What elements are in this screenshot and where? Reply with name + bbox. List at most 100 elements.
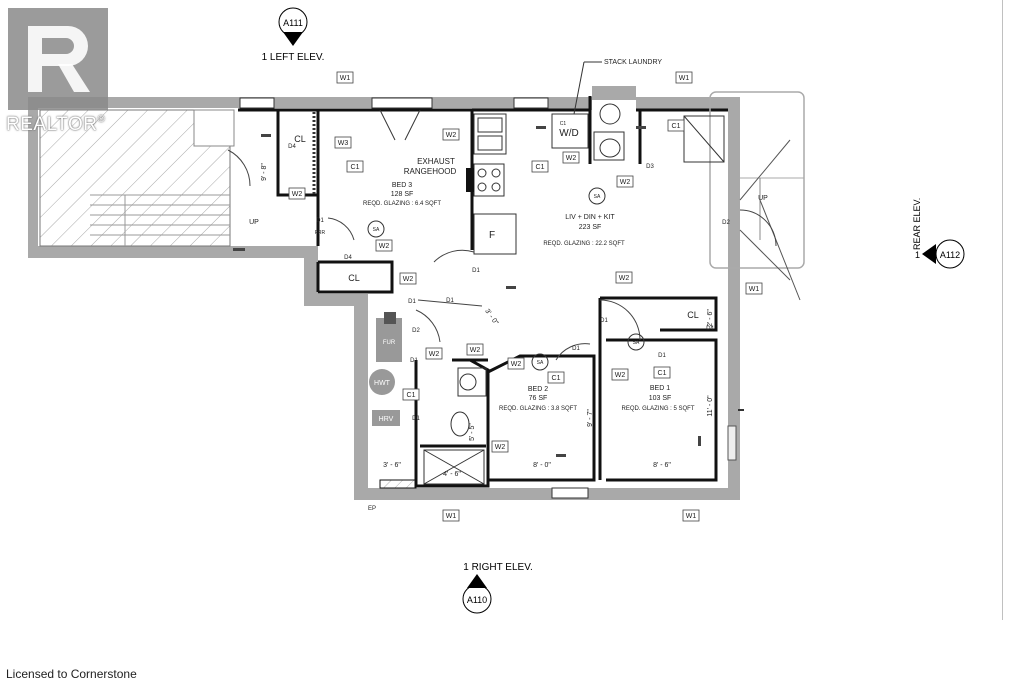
realtor-registered-mark: ® — [97, 114, 106, 125]
tag-box — [507, 357, 525, 370]
tag-boxes — [288, 71, 763, 522]
stair-treads — [90, 194, 230, 246]
tag-d2-b: D2 — [412, 328, 420, 334]
mechanical — [369, 312, 402, 426]
tag-w1-top-left: W1 — [340, 75, 351, 82]
sa-4: SA — [633, 340, 640, 346]
tag-box — [399, 272, 417, 285]
room-bed2-name: BED 2 — [528, 386, 548, 393]
dim-shower-width: 4' - 6" — [443, 471, 461, 478]
tag-w2-stair: W2 — [292, 191, 303, 198]
tag-w2-kitchen: W2 — [446, 132, 457, 139]
dim-bed1-width: 8' - 6" — [653, 462, 671, 469]
footer-bar — [0, 620, 1024, 680]
tag-d1-d: D1 — [600, 318, 608, 324]
tag-d4-b: D4 — [344, 255, 352, 261]
tag-d2-a: D2 — [722, 220, 730, 226]
tag-box — [745, 282, 763, 295]
tag-w1-top-right: W1 — [679, 75, 690, 82]
tag-box — [336, 71, 354, 84]
dim-closet: 2' - 6" — [707, 309, 714, 327]
room-bed1-glazing: REQD. GLAZING : 5 SQFT — [621, 406, 694, 412]
room-bed3-area: 128 SF — [391, 191, 414, 198]
dim-hall: 3' - 0" — [483, 308, 499, 327]
room-liv-name: LIV + DIN + KIT — [565, 214, 615, 221]
tag-d1-b: D1 — [446, 298, 454, 304]
dim-bed2-width: 8' - 0" — [533, 462, 551, 469]
tag-c1-bed1: C1 — [658, 370, 667, 377]
tag-d4-c: D4 — [706, 326, 714, 332]
tag-box — [682, 509, 700, 522]
tag-w2-bath: W2 — [620, 179, 631, 186]
tag-c1-mech: C1 — [407, 392, 416, 399]
tag-w2-bed2-b: W2 — [495, 444, 506, 451]
fridge-label: F — [489, 230, 495, 241]
tag-box — [288, 187, 306, 200]
stair-up-label: UP — [249, 219, 259, 226]
tag-box — [675, 71, 693, 84]
exhaust-label: EXHAUST — [417, 157, 455, 166]
tag-d1-e: D1 — [572, 346, 580, 352]
elev-left-label: 1 LEFT ELEV. — [262, 52, 325, 63]
tag-box — [334, 136, 352, 149]
tag-box — [442, 128, 460, 141]
page-edge-line — [1002, 0, 1003, 620]
hwt-label: HWT — [374, 380, 391, 387]
elevation-marker-left: A111 1 LEFT ELEV. — [262, 7, 325, 63]
tag-c1-bed3: C1 — [351, 164, 360, 171]
rangehood-label: RANGEHOOD — [404, 167, 457, 176]
closet-label-3: CL — [687, 310, 699, 320]
room-bed2-glazing: REQD. GLAZING : 3.8 SQFT — [499, 406, 577, 412]
tag-box — [531, 160, 549, 173]
elev-rear-ref: A112 — [940, 250, 960, 260]
sa-1: SA — [373, 227, 380, 233]
elev-left-ref: A111 — [283, 18, 303, 28]
dim-bath2: 5' - 5" — [469, 423, 476, 441]
tag-c1-bed2: C1 — [552, 375, 561, 382]
ep-label: EP — [368, 506, 376, 512]
tag-d1-h: D1 — [410, 358, 418, 364]
tag-d1-g: D1 — [408, 299, 416, 305]
tag-d1-a: D1 — [316, 218, 324, 224]
tag-w3: W3 — [338, 140, 349, 147]
elev-rear-num: 1 — [915, 250, 920, 260]
dim-stair-height: 9' - 8" — [261, 163, 268, 181]
tag-box — [616, 175, 634, 188]
tag-d1-i: D1 — [412, 416, 420, 422]
sa-3: SA — [537, 360, 544, 366]
frr-label: FRR — [315, 230, 326, 236]
furnace-label: FUR — [383, 340, 396, 346]
room-liv-glazing: REQD. GLAZING : 22.2 SQFT — [543, 241, 625, 247]
tag-box — [653, 366, 671, 379]
rear-deck — [709, 91, 805, 269]
kitchen-fixtures — [473, 113, 589, 255]
tag-box — [466, 343, 484, 356]
elevation-marker-rear: A112 REAR ELEV. 1 — [912, 198, 965, 269]
tag-box — [375, 239, 393, 252]
floor-plan-drawing: A111 1 LEFT ELEV. A110 1 RIGHT ELEV. A11… — [28, 7, 965, 614]
elevation-marker-right: A110 1 RIGHT ELEV. — [462, 562, 533, 614]
tag-w2-liv: W2 — [619, 275, 630, 282]
sa-2: SA — [594, 194, 601, 200]
closet-label-2: CL — [348, 273, 360, 283]
tag-d1-c: D1 — [472, 268, 480, 274]
door-swings — [227, 149, 777, 361]
bath-fixtures — [423, 103, 725, 485]
room-bed1-area: 103 SF — [649, 395, 672, 402]
stack-laundry-label: STACK LAUNDRY — [604, 59, 662, 66]
realtor-r-icon — [8, 8, 108, 110]
wd-label: W/D — [559, 128, 578, 139]
tag-w2-bed3: W2 — [379, 243, 390, 250]
tag-w2-laundry: W2 — [566, 155, 577, 162]
tag-w1-right: W1 — [749, 286, 760, 293]
tag-box — [491, 440, 509, 453]
room-bed3-name: BED 3 — [392, 182, 412, 189]
elev-right-ref: A110 — [467, 595, 487, 605]
realtor-name: REALTOR — [6, 114, 98, 135]
tag-w2-mech: W2 — [429, 351, 440, 358]
elev-rear-label: REAR ELEV. — [912, 198, 922, 250]
tag-w1-bottom-right: W1 — [686, 513, 697, 520]
tag-box — [615, 271, 633, 284]
realtor-wordmark: REALTOR® — [6, 114, 105, 136]
tag-box — [611, 368, 629, 381]
